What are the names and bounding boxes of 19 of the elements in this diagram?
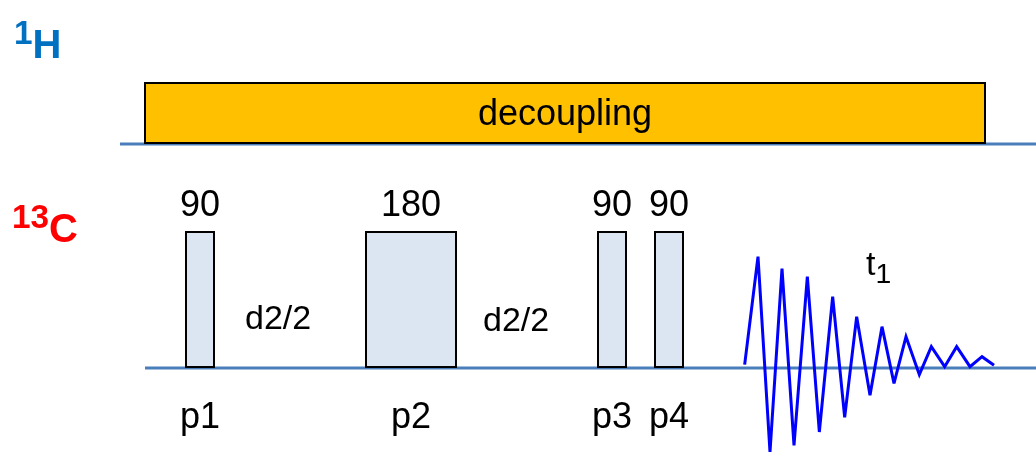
pulse-name-label: p2 (391, 398, 431, 434)
flip-angle-label: 90 (592, 186, 632, 222)
pulse-name-label: p4 (649, 398, 689, 434)
pulse-name-label: p1 (180, 398, 220, 434)
pulse-box (654, 231, 684, 368)
flip-angle-label: 180 (380, 186, 442, 222)
nucleus-label: $^{13}$C (12, 200, 78, 249)
pulse-box (365, 231, 457, 368)
delay-label: d2/2 (245, 300, 312, 334)
bar-label: decoupling (477, 92, 653, 134)
pulse-box (597, 231, 627, 368)
flip-angle-label: 90 (649, 186, 689, 222)
pulse-name-label: p3 (592, 398, 632, 434)
nucleus-label: $^{1}$H (14, 16, 62, 65)
delay-label: d2/2 (483, 302, 550, 336)
decoupling-bar (144, 82, 986, 144)
acquisition-time-label: t$_{1}$ (866, 246, 892, 288)
pulse-box (185, 231, 215, 368)
flip-angle-label: 90 (180, 186, 220, 222)
